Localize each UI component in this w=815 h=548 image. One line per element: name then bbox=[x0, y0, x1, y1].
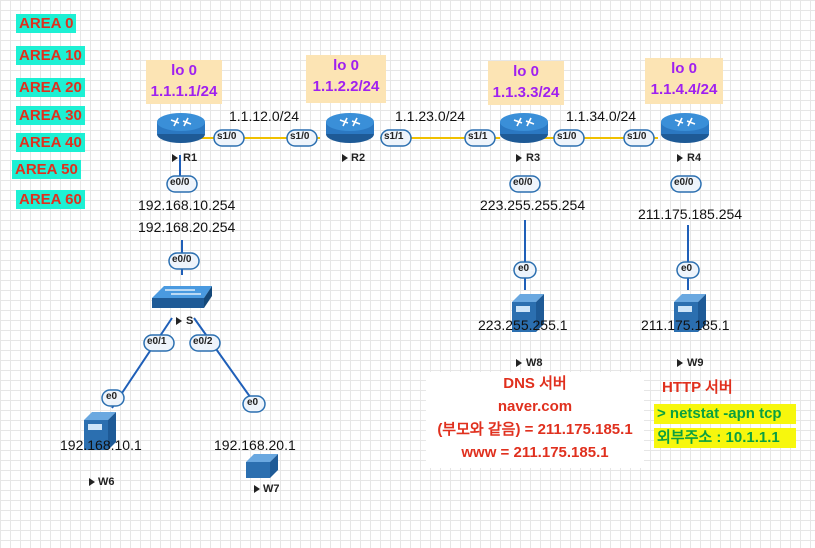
ip-w9: 211.175.185.1 bbox=[641, 317, 730, 333]
dns-line3: www = 211.175.185.1 bbox=[461, 444, 609, 461]
port-badges bbox=[101, 129, 702, 413]
device-sw-name: S bbox=[186, 315, 194, 327]
area-20-label: AREA 20 bbox=[16, 78, 85, 97]
device-r2-name: R2 bbox=[351, 152, 366, 164]
ip-r4: 211.175.185.254 bbox=[638, 206, 743, 222]
dns-line2: (부모와 같음) = 211.175.185.1 bbox=[437, 421, 633, 438]
router-r1-icon[interactable] bbox=[157, 113, 205, 143]
dns-title: DNS 서버 bbox=[503, 375, 567, 392]
http-ext-address: 외부주소 : 10.1.1.1 bbox=[654, 428, 796, 448]
port-r3-s11: s1/1 bbox=[468, 131, 488, 142]
ip-r1-a: 192.168.10.254 bbox=[138, 197, 236, 213]
link-sw-w7 bbox=[193, 317, 259, 409]
server-w8-icon[interactable] bbox=[512, 294, 544, 332]
device-arrow-icons bbox=[89, 154, 683, 493]
loopback-r4-addr: 1.1.4.4/24 bbox=[650, 81, 718, 98]
link-subnet-r2-r3: 1.1.23.0/24 bbox=[395, 108, 466, 124]
server-w9-icon[interactable] bbox=[674, 294, 706, 332]
loopback-r1-addr: 1.1.1.1/24 bbox=[150, 83, 218, 100]
device-w9-name: W9 bbox=[687, 357, 704, 369]
http-cmd: > netstat -apn tcp bbox=[654, 404, 796, 424]
port-w6-e0: e0 bbox=[106, 391, 118, 402]
device-r1-name: R1 bbox=[183, 152, 198, 164]
loopback-r4-name: lo 0 bbox=[671, 60, 697, 77]
port-r4-e00: e0/0 bbox=[674, 177, 694, 188]
loopback-r2: lo 0 1.1.2.2/24 bbox=[306, 55, 386, 103]
port-w9-e0: e0 bbox=[681, 263, 693, 274]
device-r4-name: R4 bbox=[687, 152, 702, 164]
port-r2-s11: s1/1 bbox=[384, 131, 404, 142]
device-w8-name: W8 bbox=[526, 357, 543, 369]
dns-line1: naver.com bbox=[497, 398, 573, 415]
loopback-r3-name: lo 0 bbox=[513, 63, 539, 80]
port-r3-e00: e0/0 bbox=[513, 177, 533, 188]
port-r1-s10: s1/0 bbox=[217, 131, 237, 142]
link-subnet-r1-r2: 1.1.12.0/24 bbox=[229, 108, 300, 124]
router-r4-icon[interactable] bbox=[661, 113, 709, 143]
server-w6-icon[interactable] bbox=[84, 412, 116, 450]
port-sw-e00: e0/0 bbox=[172, 254, 192, 265]
ip-w6: 192.168.10.1 bbox=[60, 437, 142, 453]
router-r3-icon[interactable] bbox=[500, 113, 548, 143]
ip-r1-b: 192.168.20.254 bbox=[138, 219, 236, 235]
port-w7-e0: e0 bbox=[247, 397, 259, 408]
switch-icon[interactable] bbox=[152, 286, 212, 308]
loopback-r3-addr: 1.1.3.3/24 bbox=[492, 84, 560, 101]
loopback-r3: lo 0 1.1.3.3/24 bbox=[488, 61, 564, 105]
port-r3-s10: s1/0 bbox=[557, 131, 577, 142]
server-w7-icon[interactable] bbox=[246, 454, 278, 478]
area-30-label: AREA 30 bbox=[16, 106, 85, 125]
area-50-label: AREA 50 bbox=[12, 160, 81, 179]
link-subnet-r3-r4: 1.1.34.0/24 bbox=[566, 108, 637, 124]
port-w8-e0: e0 bbox=[518, 263, 530, 274]
port-sw-e01: e0/1 bbox=[147, 336, 167, 347]
ip-w8: 223.255.255.1 bbox=[478, 317, 568, 333]
device-w6-name: W6 bbox=[98, 476, 115, 488]
area-0-label: AREA 0 bbox=[16, 14, 77, 33]
area-10-label: AREA 10 bbox=[16, 46, 85, 65]
port-r4-s10: s1/0 bbox=[627, 131, 647, 142]
port-r1-e00: e0/0 bbox=[170, 177, 190, 188]
loopback-r2-addr: 1.1.2.2/24 bbox=[312, 78, 380, 95]
loopback-r2-name: lo 0 bbox=[333, 57, 359, 74]
port-sw-e02: e0/2 bbox=[193, 336, 213, 347]
router-r2-icon[interactable] bbox=[326, 113, 374, 143]
area-40-label: AREA 40 bbox=[16, 133, 85, 152]
device-r3-name: R3 bbox=[526, 152, 541, 164]
ip-w7: 192.168.20.1 bbox=[214, 437, 296, 453]
device-w7-name: W7 bbox=[263, 483, 280, 495]
area-60-label: AREA 60 bbox=[16, 190, 85, 209]
ip-r3: 223.255.255.254 bbox=[480, 197, 586, 213]
loopback-r1-name: lo 0 bbox=[171, 62, 197, 79]
port-r2-s10: s1/0 bbox=[290, 131, 310, 142]
loopback-r1: lo 0 1.1.1.1/24 bbox=[146, 60, 222, 104]
dns-server-note: DNS 서버 naver.com (부모와 같음) = 211.175.185.… bbox=[426, 372, 644, 468]
loopback-r4: lo 0 1.1.4.4/24 bbox=[645, 58, 723, 104]
http-title: HTTP 서버 bbox=[662, 379, 733, 396]
